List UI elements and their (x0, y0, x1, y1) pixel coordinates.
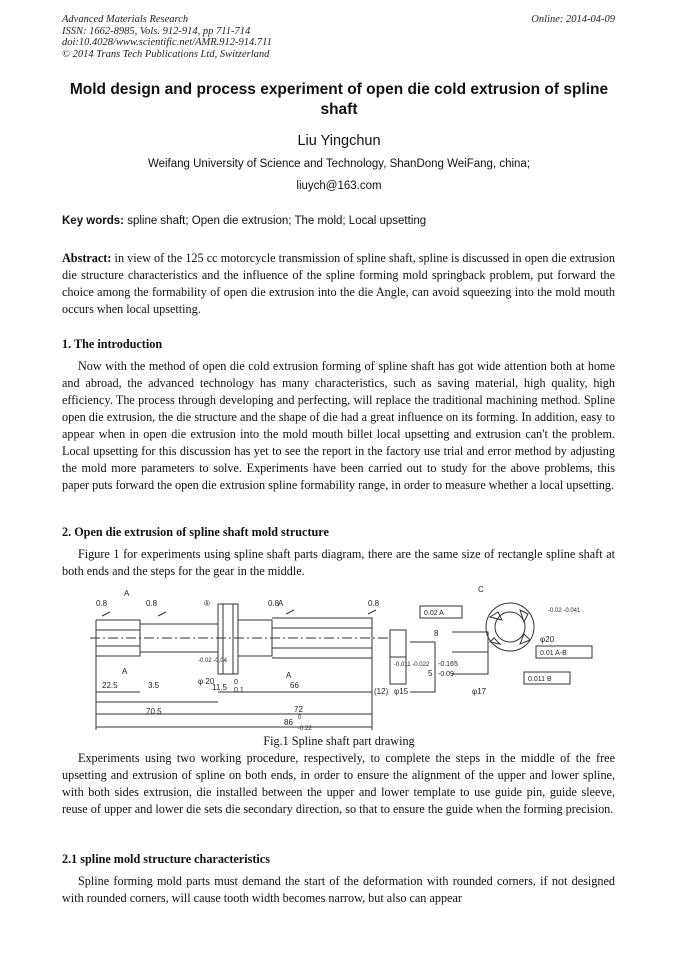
label-r3: 0.8 (268, 599, 280, 608)
label-phi15: φ15 (394, 687, 409, 696)
journal-meta: Advanced Materials Research ISSN: 1662-8… (62, 14, 272, 60)
label-phi20r-tol: -0.02 -0.041 (548, 608, 581, 614)
abstract: Abstract: in view of the 125 cc motorcyc… (62, 250, 615, 318)
journal-doi: doi:10.4028/www.scientific.net/AMR.912-9… (62, 37, 272, 48)
label-35: 3.5 (148, 681, 160, 690)
label-86: 86 (284, 718, 293, 727)
figure-caption: Fig.1 Spline shaft part drawing (263, 734, 415, 748)
label-72: 72 (294, 705, 303, 714)
label-c: C (478, 585, 484, 594)
keywords-label: Key words: (62, 215, 124, 227)
label-11: 11.5 (212, 683, 228, 692)
label-r1: 0.8 (96, 599, 108, 608)
tolerance-3: 0.011 B (528, 676, 552, 683)
abstract-label: Abstract: (62, 251, 112, 265)
label-009: -0.09 (438, 671, 454, 678)
label-phi20: φ 20 (198, 677, 215, 686)
section-1-heading: 1. The introduction (62, 337, 163, 351)
label-r2: 0.8 (146, 599, 158, 608)
online-date: Online: 2014-04-09 (531, 14, 615, 25)
label-705: 70.5 (146, 707, 162, 716)
shaft-outline (90, 602, 593, 730)
journal-copyright: © 2014 Trans Tech Publications Ltd, Swit… (62, 48, 270, 60)
label-12: (12) (374, 687, 389, 696)
keywords-text: spline shaft; Open die extrusion; The mo… (124, 215, 427, 227)
label-86-up: 0 (298, 715, 302, 721)
label-0: 0 (234, 679, 238, 686)
label-66: 66 (290, 681, 299, 690)
author-email: liuych@163.com (296, 180, 382, 192)
section-1-paragraph: Now with the method of open die cold ext… (62, 359, 615, 492)
datum-circle: ® (204, 599, 210, 608)
label-01: 0.1 (234, 687, 244, 694)
label-a4: A (286, 671, 292, 680)
paper-title: Mold design and process experiment of op… (69, 81, 609, 118)
tolerance-1: 0.02 A (424, 610, 444, 617)
author-affiliation: Weifang University of Science and Techno… (147, 158, 531, 170)
label-225: 22.5 (102, 681, 118, 690)
section-2-heading: 2. Open die extrusion of spline shaft mo… (62, 525, 329, 539)
section-2-paragraph-1: Figure 1 for experiments using spline sh… (62, 547, 615, 578)
label-8: 8 (434, 629, 439, 638)
tolerance-2: 0.01 A-B (540, 650, 567, 657)
label-5: 5 (428, 669, 433, 678)
label-a1: A (124, 589, 130, 598)
label-86-tol: -0.22 (298, 726, 312, 732)
label-r4: 0.8 (368, 599, 380, 608)
journal-name: Advanced Materials Research (62, 14, 189, 25)
author-name: Liu Yingchun (297, 133, 381, 149)
journal-issn: ISSN: 1662-8985, Vols. 912-914, pp 711-7… (62, 25, 251, 37)
section-2-paragraph-2: Experiments using two working procedure,… (62, 751, 615, 816)
label-phi20r: φ20 (540, 635, 555, 644)
abstract-text: in view of the 125 cc motorcycle transmi… (62, 251, 615, 316)
label-a3: A (122, 667, 128, 676)
label-phi15-tol: -0.011 -0.022 (394, 662, 430, 668)
spline-shaft-drawing: A A A A C 0.8 0.8 0.8 0.8 22.5 3.5 70.5 … (90, 585, 593, 732)
label-a2: A (278, 599, 284, 608)
keywords: Key words: spline shaft; Open die extrus… (62, 215, 616, 227)
label-0165: -0.165 (438, 661, 458, 668)
section-2-1-paragraph: Spline forming mold parts must demand th… (62, 874, 615, 905)
section-2-1-heading: 2.1 spline mold structure characteristic… (62, 852, 270, 866)
label-phi20-tol: -0.02 -0.04 (198, 658, 228, 664)
label-17: φ17 (472, 687, 487, 696)
